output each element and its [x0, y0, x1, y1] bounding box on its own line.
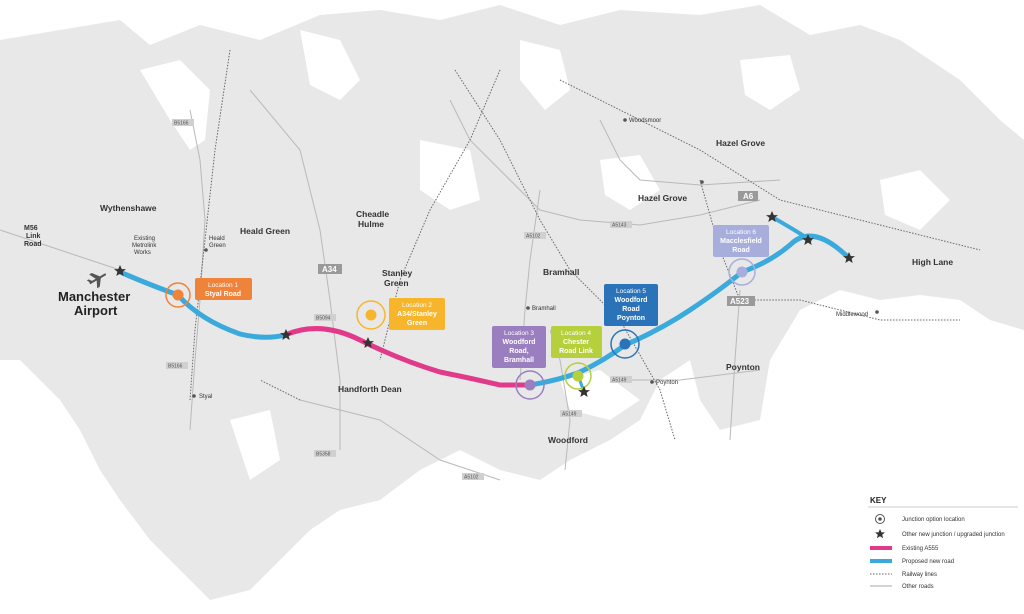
svg-text:Location 6: Location 6: [726, 229, 756, 236]
a5149-label-2: A5149: [562, 412, 577, 418]
a5149-label-1: A5149: [612, 378, 627, 384]
airplane-icon: [86, 272, 107, 289]
star-icon: [802, 234, 814, 245]
airport-name-line2: Airport: [74, 303, 118, 318]
airport-name-line1: Manchester: [58, 289, 130, 304]
b5358-label: B5358: [316, 452, 331, 458]
star-icon: [578, 386, 590, 397]
key-star-icon: [875, 529, 885, 539]
place-hazel-grove: Hazel Grove: [638, 193, 687, 203]
station-dots: [192, 118, 879, 398]
key-item-junction: Junction option location: [902, 517, 965, 523]
key-title: KEY: [870, 496, 887, 505]
junction-location-6[interactable]: [728, 258, 756, 286]
a523-label: A523: [730, 297, 750, 306]
stars: [114, 211, 855, 397]
place-poynton: Poynton: [726, 362, 760, 372]
existing-a555: [282, 326, 533, 388]
svg-text:Styal Road: Styal Road: [205, 291, 241, 298]
key-junction-circle-icon: [875, 514, 885, 524]
styal-label: Styal: [199, 394, 212, 400]
star-icon: [280, 329, 292, 340]
a5102-top-label: A5102: [526, 234, 541, 240]
middlewood-label: Middlewood: [836, 312, 868, 318]
junction-location-5[interactable]: [610, 329, 640, 359]
a34-label: A34: [322, 265, 337, 274]
a6-label: A6: [743, 192, 754, 201]
star-icon: [114, 265, 126, 276]
svg-text:Location 3: Location 3: [504, 330, 534, 337]
svg-text:Location 2: Location 2: [402, 302, 432, 309]
star-icon: [766, 211, 778, 222]
junction-location-2[interactable]: [356, 300, 386, 330]
b5166-bottom-label: B5166: [168, 364, 183, 370]
a5102-bottom-label: A5102: [464, 475, 479, 481]
key-item-existing-a555: Existing A555: [902, 546, 939, 552]
junction-location-3[interactable]: [515, 370, 545, 400]
key-item-star: Other new junction / upgraded junction: [902, 532, 1005, 538]
key-item-railway: Railway lines: [902, 572, 937, 578]
key-item-other-roads: Other roads: [902, 584, 934, 590]
place-hazel-grove-north: Hazel Grove: [716, 138, 765, 148]
a5143-label: A5143: [612, 223, 627, 229]
map-key: KEY Junction option location Other new j…: [868, 496, 1018, 590]
star-icon: [362, 337, 374, 348]
svg-text:Location 4: Location 4: [561, 330, 591, 337]
key-item-proposed-road: Proposed new road: [902, 559, 954, 565]
location-1-label[interactable]: Location 1 Styal Road: [195, 278, 252, 300]
road-labels: A34 A6 A523 B5166 B5166 B5094 B5358 A510…: [166, 119, 758, 481]
place-handforth-dean: Handforth Dean: [338, 384, 402, 394]
place-high-lane: High Lane: [912, 257, 953, 267]
place-woodford: Woodford: [548, 435, 588, 445]
svg-text:Location 5: Location 5: [616, 288, 646, 295]
poynton-station-label: Poynton: [656, 380, 678, 386]
place-bramhall: Bramhall: [543, 267, 579, 277]
place-wythenshawe: Wythenshawe: [100, 203, 157, 213]
svg-text:Location 1: Location 1: [208, 282, 238, 289]
star-icon: [843, 252, 855, 263]
woodsmoor-label: Woodsmoor: [629, 118, 661, 124]
proposed-road-west: [117, 269, 288, 340]
bramhall-station-label: Bramhall: [532, 306, 556, 312]
junction-location-1[interactable]: [165, 282, 191, 308]
junction-location-4[interactable]: [564, 362, 592, 390]
gaps: [0, 30, 1024, 614]
b5094-label: B5094: [316, 316, 331, 322]
b5166-top-label: B5166: [174, 121, 189, 127]
place-heald-green: Heald Green: [240, 226, 290, 236]
